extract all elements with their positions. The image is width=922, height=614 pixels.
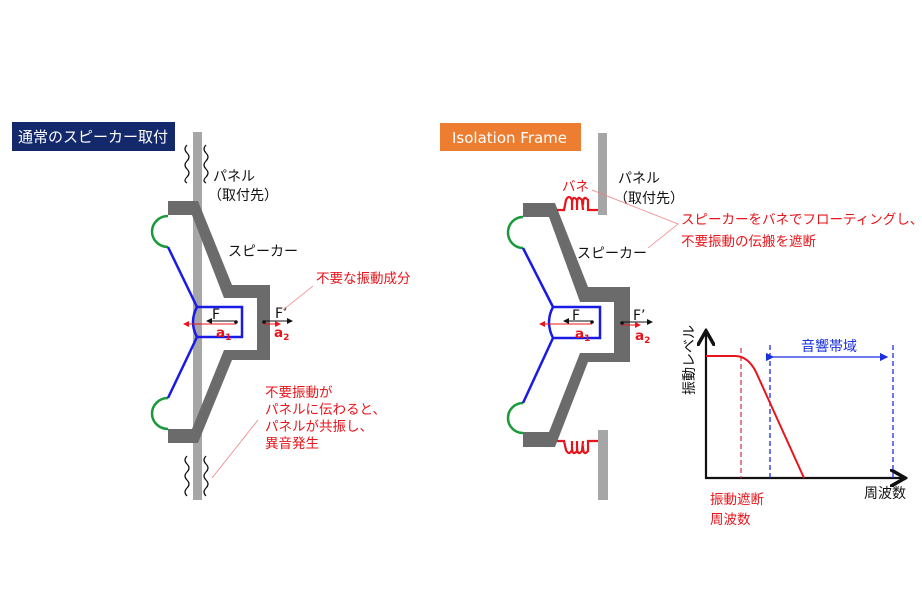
response-curve: [706, 355, 805, 479]
left-panel-sub: （取付先）: [208, 188, 278, 204]
right-cone: [521, 247, 602, 404]
left-surround: [150, 214, 169, 431]
left-note-line: パネルに伝わると、: [265, 402, 386, 418]
vibration-wave-icon: [184, 144, 209, 497]
right-accel-label: a1: [575, 326, 590, 344]
x-axis-label: 周波数: [864, 486, 906, 502]
spring-label: バネ: [562, 179, 589, 195]
right-speaker-label: スピーカー: [577, 246, 647, 262]
left-accel2-label: a2: [274, 325, 289, 343]
right-note-line: 不要振動の伝搬を遮断: [681, 234, 816, 250]
right-force-label: F: [572, 308, 580, 324]
left-title: 通常のスピーカー取付: [18, 128, 168, 146]
right-panel-label: パネル: [618, 171, 660, 187]
left-accel-label: a1: [216, 325, 231, 343]
left-note-unwanted: 不要な振動成分: [316, 271, 411, 287]
left-note-line: パネルが共振し、: [265, 419, 373, 435]
right-force2-label: F’: [633, 308, 646, 324]
right-panel-sub: （取付先）: [614, 191, 684, 207]
left-note: 不要振動が パネルに伝わると、 パネルが共振し、 異音発生: [265, 385, 386, 452]
right-note-line: スピーカーをバネでフローティングし、: [681, 212, 922, 228]
left-panel: [193, 132, 202, 500]
right-title: Isolation Frame: [452, 129, 567, 147]
left-title-badge: 通常のスピーカー取付: [12, 122, 175, 151]
cutoff-label-line: 振動遮断: [710, 492, 764, 508]
band-label: 音響帯域: [801, 338, 857, 355]
right-accel2-label: a2: [635, 328, 650, 346]
left-panel-label: パネル: [213, 169, 255, 185]
left-note-line: 異音発生: [265, 435, 319, 452]
spring-icon: [557, 195, 598, 455]
left-note-line: 不要振動が: [265, 385, 333, 401]
left-cone: [166, 246, 244, 399]
left-speaker-label: スピーカー: [228, 244, 298, 260]
right-panel-lower: [598, 430, 608, 500]
right-speaker-frame: [523, 203, 630, 447]
left-force-label: F: [212, 307, 220, 323]
right-panel-upper: [598, 133, 607, 215]
vibration-graph: 音響帯域 振動レベル 周波数 振動遮断 周波数: [682, 325, 906, 528]
left-force2-label: F’: [275, 306, 288, 322]
right-surround: [506, 215, 524, 435]
cutoff-label-line: 周波数: [710, 512, 751, 528]
right-title-badge: Isolation Frame: [440, 123, 581, 151]
y-axis-label: 振動レベル: [682, 325, 698, 395]
